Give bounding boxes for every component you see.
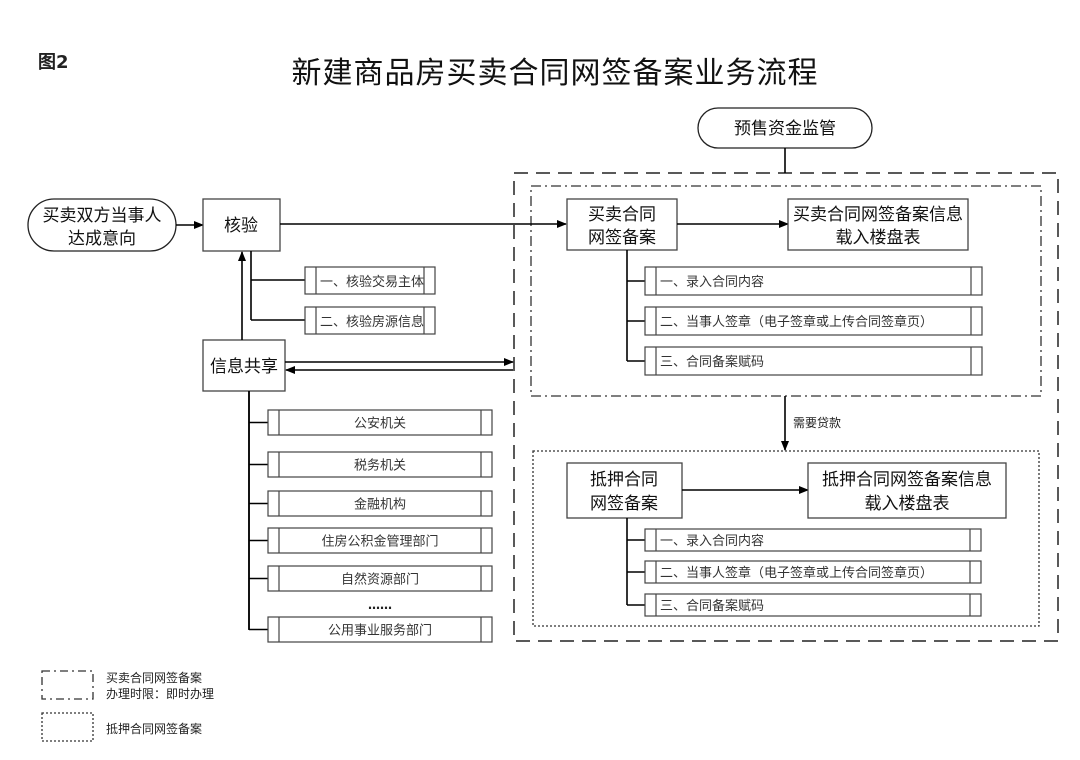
department-item: 公用事业服务部门	[267, 616, 493, 643]
mortgage-step-item: 二、当事人签章（电子签章或上传合同签章页）	[644, 560, 982, 584]
department-item-label: 公用事业服务部门	[328, 623, 432, 639]
department-item-label: 住房公积金管理部门	[321, 534, 438, 550]
legend-mortgage-line1: 抵押合同网签备案	[106, 721, 202, 736]
presale-supervision-node: 预售资金监管	[697, 107, 873, 149]
sale-step-item: 二、当事人签章（电子签章或上传合同签章页）	[644, 306, 983, 336]
sale-step-item-label: 一、录入合同内容	[660, 274, 764, 290]
department-item: 税务机关	[267, 451, 493, 478]
legend-sale-line2: 办理时限：即时办理	[106, 686, 214, 701]
legend-sale-line1: 买卖合同网签备案	[106, 670, 202, 685]
sale-contract-label-line2: 网签备案	[588, 228, 656, 248]
department-item: 自然资源部门	[267, 565, 493, 592]
mortgage-step-item-label: 一、录入合同内容	[660, 533, 764, 549]
department-item-label: 公安机关	[354, 417, 406, 432]
sale-contract-label-line1: 买卖合同	[588, 205, 656, 225]
sale-region-outer-border	[513, 172, 1059, 642]
sale-step-item-label: 二、当事人签章（电子签章或上传合同签章页）	[660, 314, 933, 330]
loan-condition-label: 需要贷款	[793, 416, 841, 430]
sale-step-item: 三、合同备案赋码	[644, 346, 983, 376]
verify-label: 核验	[224, 216, 258, 236]
verify-step-1-label: 一、核验交易主体	[320, 274, 424, 290]
mortgage-step-item-label: 三、合同备案赋码	[660, 598, 764, 614]
mortgage-info-label-line1: 抵押合同网签备案信息	[822, 470, 992, 490]
department-item-label: 税务机关	[354, 458, 406, 474]
presale-supervision-label: 预售资金监管	[734, 119, 836, 139]
start-label-line1: 买卖双方当事人	[43, 206, 162, 226]
info-share-node: 信息共享	[202, 339, 286, 392]
sale-contract-region	[530, 185, 1042, 397]
mortgage-info-node: 抵押合同网签备案信息 载入楼盘表	[807, 462, 1007, 519]
sale-info-node: 买卖合同网签备案信息 载入楼盘表	[787, 198, 969, 251]
sale-step-item-label: 三、合同备案赋码	[660, 354, 764, 370]
figure-label: 图2	[38, 52, 69, 73]
verify-step-2-label: 二、核验房源信息	[320, 314, 424, 330]
sale-info-label-line2: 载入楼盘表	[836, 228, 921, 248]
department-ellipsis: ……	[368, 598, 392, 612]
verify-step-2: 二、核验房源信息	[304, 306, 436, 335]
department-item-label: 自然资源部门	[341, 572, 419, 588]
start-node: 买卖双方当事人 达成意向	[27, 198, 177, 252]
department-item: 金融机构	[267, 490, 493, 517]
start-label-line2: 达成意向	[68, 229, 136, 249]
sale-contract-node: 买卖合同 网签备案	[566, 198, 678, 251]
department-item: 公安机关	[267, 409, 493, 436]
legend-swatch-dotted	[41, 712, 94, 742]
department-item-label: 金融机构	[354, 497, 406, 513]
mortgage-contract-label-line2: 网签备案	[590, 494, 658, 514]
verify-node: 核验	[202, 198, 281, 252]
verify-step-1: 一、核验交易主体	[304, 266, 436, 295]
department-item: 住房公积金管理部门	[267, 527, 493, 554]
mortgage-contract-node: 抵押合同 网签备案	[566, 462, 683, 519]
mortgage-info-label-line2: 载入楼盘表	[865, 494, 950, 514]
info-share-label: 信息共享	[210, 357, 278, 377]
mortgage-step-item: 三、合同备案赋码	[644, 593, 982, 617]
mortgage-step-item-label: 二、当事人签章（电子签章或上传合同签章页）	[660, 565, 933, 581]
mortgage-contract-region	[532, 450, 1040, 627]
mortgage-step-item: 一、录入合同内容	[644, 528, 982, 552]
legend-swatch-dash-dot	[41, 670, 94, 700]
sale-step-item: 一、录入合同内容	[644, 266, 983, 296]
page-title: 新建商品房买卖合同网签备案业务流程	[291, 56, 819, 91]
mortgage-contract-label-line1: 抵押合同	[590, 470, 658, 490]
legend: 买卖合同网签备案 办理时限：即时办理 抵押合同网签备案	[41, 670, 214, 742]
sale-info-label-line1: 买卖合同网签备案信息	[793, 205, 963, 225]
